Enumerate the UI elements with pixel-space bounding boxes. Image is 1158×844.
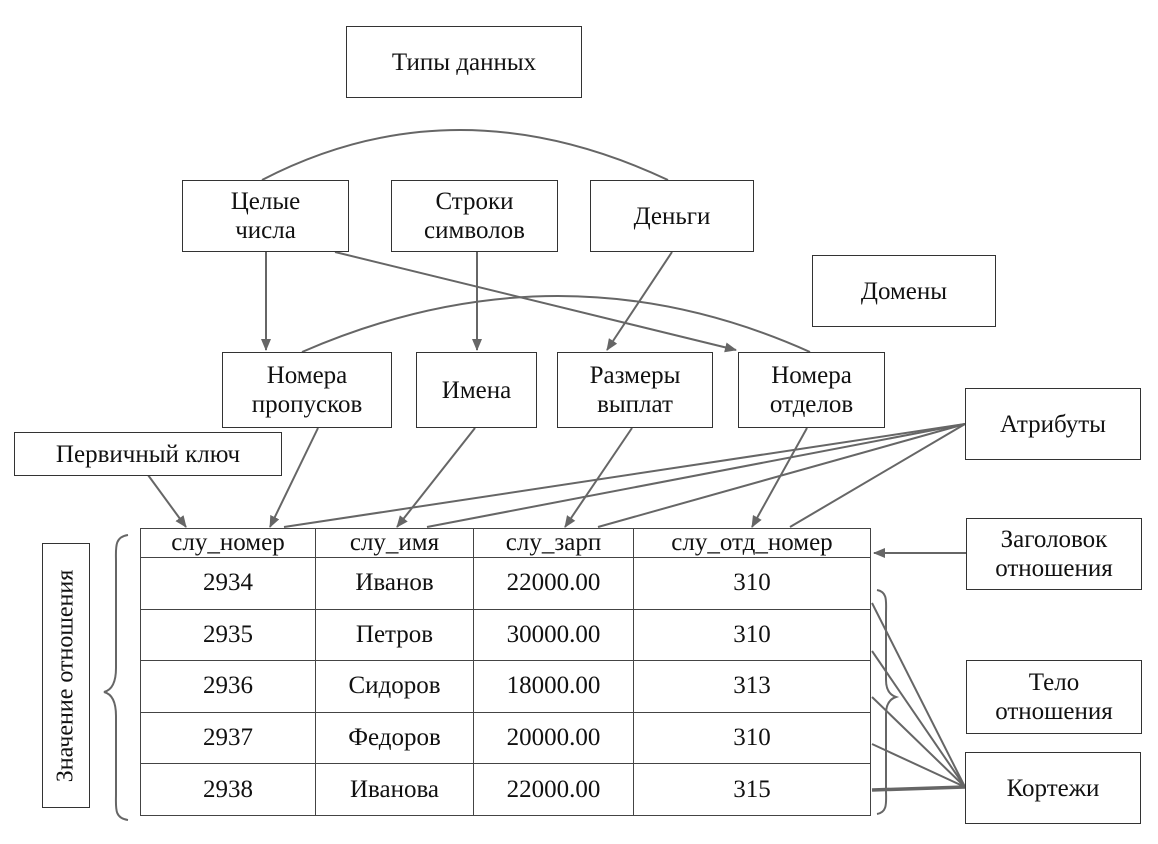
cell: Федоров [315, 711, 474, 765]
tuples-line-1 [871, 602, 966, 788]
table-row: 2934 Иванов 22000.00 310 [140, 557, 871, 610]
column-header: слу_номер [140, 528, 316, 558]
table-header-row: слу_номер слу_имя слу_зарп слу_отд_номер [140, 528, 871, 558]
column-header: слу_отд_номер [633, 528, 871, 558]
attributes-line-4 [789, 423, 966, 528]
cell: 310 [633, 557, 871, 610]
arrow-badge-to-col1 [269, 427, 319, 528]
data-types-label: Типы данных [346, 26, 582, 98]
cell: 20000.00 [473, 711, 634, 765]
cell: 315 [633, 763, 871, 816]
arrow-money-to-payments [606, 251, 673, 351]
relation-value-brace [103, 534, 129, 821]
table-row: 2935 Петров 30000.00 310 [140, 608, 871, 662]
domains-label: Домены [812, 255, 996, 327]
cell: 2934 [140, 557, 316, 610]
arrow-integers-to-dept-numbers [334, 251, 737, 353]
domain-dept-numbers: Номера отделов [738, 352, 885, 428]
cell: 2938 [140, 763, 316, 816]
type-integers: Целые числа [182, 180, 349, 252]
cell: Иванова [315, 763, 474, 816]
relation-body-brace [876, 589, 900, 815]
cell: Сидоров [315, 660, 474, 713]
cell: Иванов [315, 557, 474, 610]
tuples-line-2 [871, 650, 966, 788]
relation-table: слу_номер слу_имя слу_зарп слу_отд_номер… [140, 528, 871, 816]
domains-group-arc [301, 295, 811, 353]
cell: 22000.00 [473, 763, 634, 816]
relation-value-label: Значение отношения [42, 543, 90, 808]
table-row: 2937 Федоров 20000.00 310 [140, 711, 871, 765]
relation-body-label: Тело отношения [966, 660, 1142, 734]
cell: 30000.00 [473, 608, 634, 662]
cell: Петров [315, 608, 474, 662]
primary-key-label: Первичный ключ [14, 432, 282, 476]
domain-names: Имена [416, 352, 537, 428]
table-row: 2938 Иванова 22000.00 315 [140, 763, 871, 816]
cell: 310 [633, 711, 871, 765]
attributes-line-1 [283, 423, 966, 528]
cell: 18000.00 [473, 660, 634, 713]
tuples-line-4 [871, 743, 966, 788]
arrow-names-to-col2 [396, 427, 476, 528]
arrow-primary-key [147, 474, 187, 528]
tuples-label: Кортежи [965, 752, 1141, 824]
tuples-line-5 [871, 785, 966, 792]
arrow-payments-to-col3 [564, 427, 633, 528]
cell: 22000.00 [473, 557, 634, 610]
relation-value-text: Значение отношения [52, 569, 79, 782]
table-row: 2936 Сидоров 18000.00 313 [140, 660, 871, 713]
relation-header-label: Заголовок отношения [966, 518, 1142, 590]
tuples-line-3 [871, 696, 966, 788]
domain-payment-sizes: Размеры выплат [557, 352, 713, 428]
cell: 2937 [140, 711, 316, 765]
cell: 313 [633, 660, 871, 713]
type-money: Деньги [590, 180, 754, 252]
attributes-label: Атрибуты [965, 388, 1141, 460]
column-header: слу_имя [315, 528, 474, 558]
attributes-line-2 [426, 423, 966, 528]
cell: 310 [633, 608, 871, 662]
domain-badge-numbers: Номера пропусков [222, 352, 392, 428]
attributes-line-3 [597, 423, 966, 528]
column-header: слу_зарп [473, 528, 634, 558]
cell: 2935 [140, 608, 316, 662]
cell: 2936 [140, 660, 316, 713]
types-group-arc [261, 129, 669, 181]
type-strings: Строки символов [391, 180, 558, 252]
arrow-dept-to-col4 [751, 427, 808, 528]
